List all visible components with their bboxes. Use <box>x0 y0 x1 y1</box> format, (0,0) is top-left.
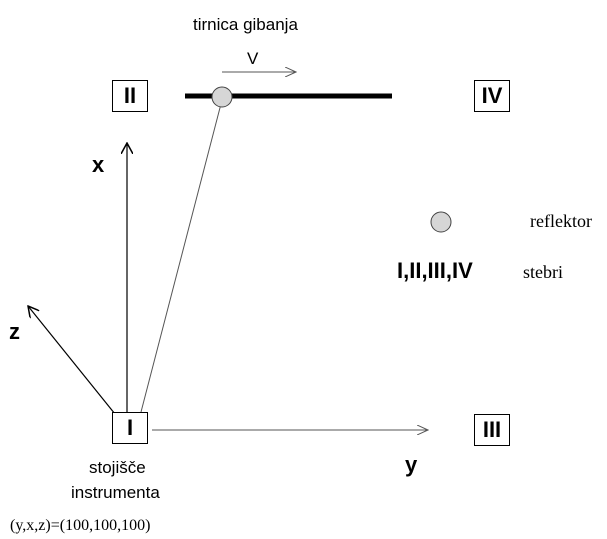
station-coordinates: (y,x,z)=(100,100,100) <box>10 517 151 534</box>
legend-pillars-label: stebri <box>523 262 563 282</box>
y-axis-label: y <box>405 452 418 477</box>
station-caption-line1: stojišče <box>89 458 146 477</box>
z-axis <box>28 306 116 415</box>
station-caption-line2: instrumenta <box>71 483 160 502</box>
legend-reflector-label: reflektor <box>530 211 592 231</box>
pillar-iii: III <box>474 414 510 446</box>
z-axis-label: z <box>9 319 20 344</box>
pillar-iv: IV <box>474 80 510 112</box>
x-axis-label: x <box>92 152 105 177</box>
legend-pillars-symbols: I,II,III,IV <box>397 258 473 283</box>
reflector-icon <box>211 86 233 108</box>
sight-line <box>140 99 223 413</box>
pillar-ii: II <box>112 80 148 112</box>
legend-reflector-icon <box>430 211 452 233</box>
velocity-label: V <box>247 49 259 68</box>
trajectory-label: tirnica gibanja <box>193 15 298 34</box>
pillar-i: I <box>112 412 148 444</box>
